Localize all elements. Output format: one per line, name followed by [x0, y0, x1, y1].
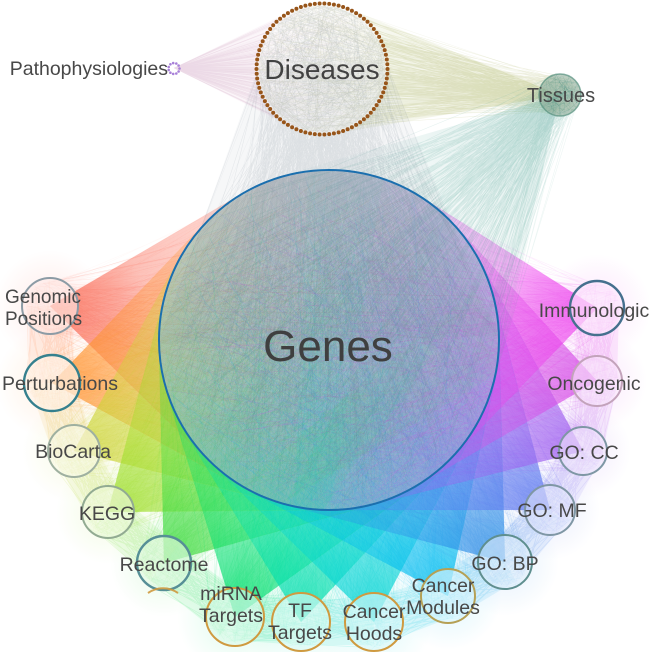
svg-text:Oncogenic: Oncogenic [547, 373, 640, 395]
svg-text:Targets: Targets [199, 605, 263, 627]
svg-text:Diseases: Diseases [264, 54, 379, 85]
svg-text:TF: TF [288, 600, 312, 622]
svg-text:Genomic: Genomic [5, 287, 81, 308]
svg-text:Hoods: Hoods [346, 623, 403, 645]
svg-text:Reactome: Reactome [120, 554, 209, 576]
svg-text:BioCarta: BioCarta [35, 441, 111, 463]
svg-text:Perturbations: Perturbations [2, 373, 118, 395]
svg-text:Cancer: Cancer [343, 601, 406, 623]
svg-text:Immunologic: Immunologic [539, 300, 650, 322]
svg-text:Genes: Genes [263, 322, 393, 371]
svg-text:Pathophysiologies: Pathophysiologies [10, 58, 169, 80]
svg-text:Modules: Modules [406, 597, 480, 619]
svg-text:Targets: Targets [268, 622, 332, 644]
svg-text:GO: CC: GO: CC [549, 442, 618, 464]
svg-text:miRNA: miRNA [200, 583, 262, 605]
svg-text:KEGG: KEGG [79, 503, 135, 525]
svg-text:Cancer: Cancer [412, 575, 475, 597]
svg-text:GO: BP: GO: BP [471, 553, 538, 575]
svg-text:Positions: Positions [5, 309, 82, 330]
svg-text:Tissues: Tissues [527, 85, 595, 107]
svg-text:GO: MF: GO: MF [517, 500, 586, 522]
